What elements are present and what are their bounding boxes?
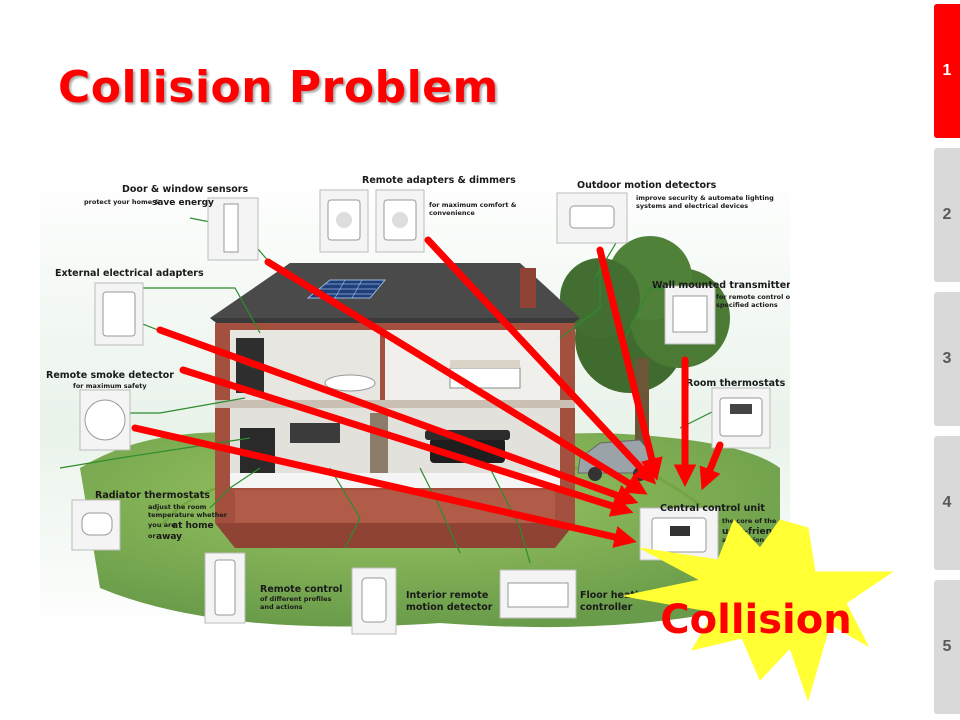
label-radiator-sub2: temperature whether	[148, 511, 228, 519]
device-remote-adapters	[319, 189, 425, 253]
label-central-unit: Central control unit	[660, 503, 765, 514]
device-smoke-detector	[79, 389, 131, 451]
device-room-thermostat	[711, 387, 771, 449]
tab-5[interactable]: 5	[934, 580, 960, 714]
label-remote-adapters-sub1: for maximum comfort &	[429, 201, 517, 209]
smart-home-illustration: Door & window sensors protect your home …	[40, 168, 790, 640]
label-central-unit-sub1: the core of the	[722, 517, 777, 525]
label-radiator-thermostats: Radiator thermostats	[95, 490, 210, 501]
smart-home-house-diagram: Door & window sensors protect your home …	[40, 168, 790, 640]
label-floor-heating-2: controller	[580, 602, 633, 613]
label-smoke-detector: Remote smoke detector	[46, 370, 174, 381]
label-door-window: Door & window sensors	[122, 184, 248, 195]
label-radiator-sub1: adjust the room	[148, 503, 207, 511]
label-radiator-sub4b: away	[156, 532, 182, 542]
device-central-control-unit	[639, 507, 719, 561]
device-external-adapter	[94, 282, 144, 346]
label-outdoor-motion: Outdoor motion detectors	[577, 180, 717, 191]
device-wall-transmitter	[664, 285, 716, 345]
label-external-adapters: External electrical adapters	[55, 268, 204, 279]
label-remote-control-sub2: and actions	[260, 603, 303, 611]
label-interior-motion-2: motion detector	[406, 602, 493, 613]
label-outdoor-motion-sub2: systems and electrical devices	[636, 202, 748, 210]
label-wall-transmitters-sub2: specified actions	[716, 301, 778, 309]
label-room-thermostats: Room thermostats	[686, 378, 786, 389]
label-outdoor-motion-sub1: improve security & automate lighting	[636, 194, 774, 202]
label-radiator-sub3b: at home	[172, 521, 214, 531]
slide-navigation-tabs: 1 2 3 4 5	[934, 4, 960, 716]
tab-1[interactable]: 1	[934, 4, 960, 138]
tab-3[interactable]: 3	[934, 292, 960, 426]
label-remote-control: Remote control	[260, 584, 342, 595]
device-door-window-sensor	[207, 197, 259, 261]
label-wall-transmitters-sub1: for remote control of	[716, 293, 790, 301]
device-floor-heating	[499, 569, 577, 619]
label-wall-transmitters: Wall mounted transmitters	[652, 280, 790, 291]
tab-4[interactable]: 4	[934, 436, 960, 570]
device-interior-motion	[351, 567, 397, 635]
label-door-window-sub2: save energy	[152, 198, 214, 208]
label-interior-motion-1: Interior remote	[406, 590, 488, 601]
label-floor-heating-1: Floor heating	[580, 590, 652, 601]
house	[210, 263, 580, 548]
label-remote-adapters: Remote adapters & dimmers	[362, 175, 516, 186]
device-outdoor-motion	[556, 192, 628, 244]
device-radiator-thermostat	[71, 499, 121, 551]
label-door-window-sub1: protect your home &	[84, 198, 160, 206]
label-smoke-detector-sub: for maximum safety	[73, 382, 147, 390]
label-remote-control-sub1: of different profiles	[260, 595, 332, 603]
device-remote-control	[204, 552, 246, 624]
label-remote-adapters-sub2: convenience	[429, 209, 475, 217]
tab-2[interactable]: 2	[934, 148, 960, 282]
label-central-unit-sub3: automation system	[722, 536, 790, 544]
slide-title: Collision Problem	[58, 62, 499, 113]
